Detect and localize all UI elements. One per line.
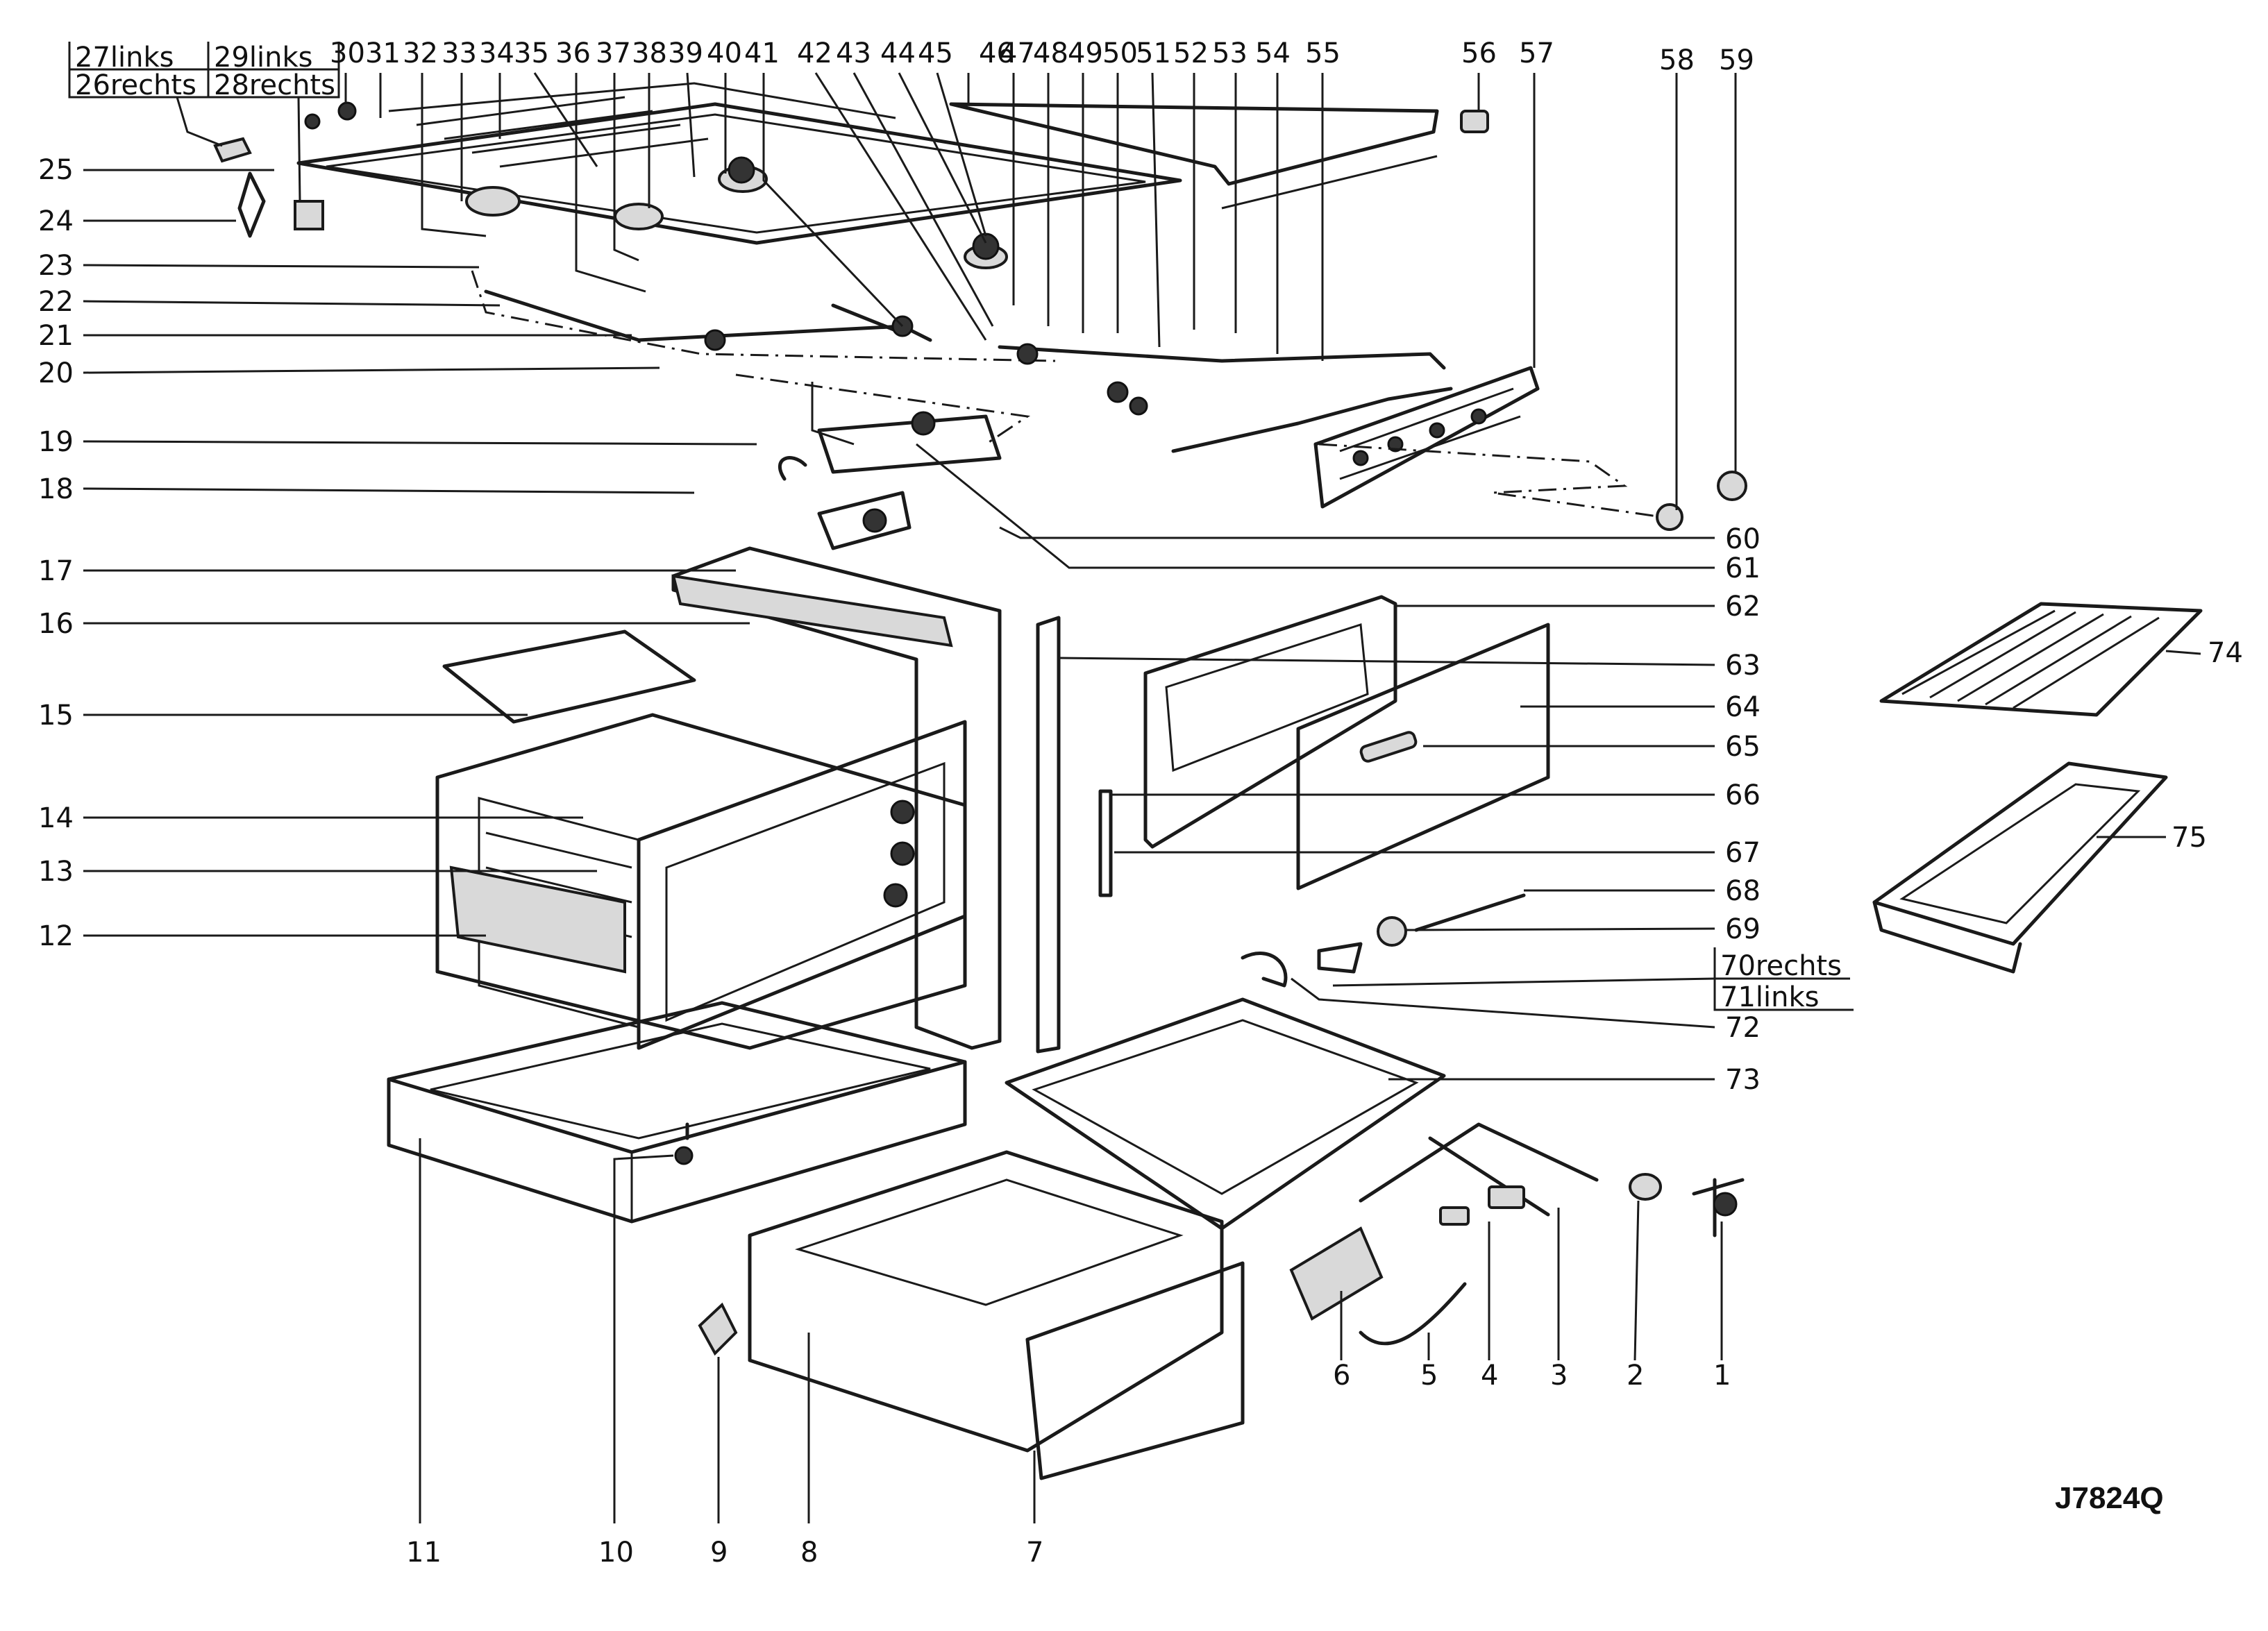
part-number-48: 48 [1033,37,1068,69]
part-number-63: 63 [1725,650,1761,682]
part-number-34: 34 [479,37,514,69]
part-number-13: 13 [38,856,74,888]
part-number-6: 6 [1333,1360,1350,1392]
variant-label-29: 29links [214,42,312,74]
part-number-33: 33 [442,37,477,69]
part-number-56: 56 [1461,37,1497,69]
part-number-7: 7 [1026,1537,1043,1569]
variant-label-box-70-71: 70rechts 71links [1332,947,1854,1013]
part-number-12: 12 [38,920,74,952]
part-number-67: 67 [1725,837,1761,869]
part-number-47: 47 [1000,37,1035,69]
oven-door [1098,595,1550,897]
drawing-code: J7824Q [2055,1481,2164,1515]
part-number-45: 45 [918,37,953,69]
lid-panel [949,102,1489,210]
part-number-37: 37 [596,37,631,69]
part-number-40: 40 [707,37,742,69]
part-number-9: 9 [710,1537,728,1569]
part-number-20: 20 [38,357,74,389]
part-number-35: 35 [514,37,549,69]
part-number-66: 66 [1725,779,1761,811]
part-number-1: 1 [1713,1360,1731,1392]
part-number-2: 2 [1627,1360,1644,1392]
part-number-39: 39 [668,37,703,69]
part-number-50: 50 [1102,37,1138,69]
part-number-62: 62 [1725,591,1761,623]
cooktop-assembly [296,82,1182,269]
part-number-43: 43 [836,37,871,69]
part-number-57: 57 [1519,37,1554,69]
part-number-75: 75 [2172,822,2207,854]
part-number-8: 8 [800,1537,818,1569]
variant-label-71: 71links [1720,981,1819,1013]
bottom-panels [387,997,1446,1480]
part-number-41: 41 [744,37,780,69]
variant-label-box-29-28: 29links 28rechts [207,42,340,202]
part-number-51: 51 [1136,37,1171,69]
part-number-11: 11 [406,1537,442,1569]
part-number-16: 16 [38,608,74,640]
burner-pipe-parts [1289,1122,1745,1346]
part-number-3: 3 [1550,1360,1568,1392]
part-number-55: 55 [1305,37,1341,69]
top-left-small-parts [213,101,357,238]
part-number-68: 68 [1725,875,1761,907]
part-number-5: 5 [1420,1360,1438,1392]
part-number-36: 36 [555,37,591,69]
part-number-74: 74 [2208,637,2243,669]
part-number-65: 65 [1725,731,1761,763]
part-number-32: 32 [403,37,438,69]
leader-lines [83,72,2201,1523]
variant-label-26: 26rechts [75,69,196,101]
part-number-15: 15 [38,700,74,732]
part-number-53: 53 [1212,37,1248,69]
part-number-17: 17 [38,555,74,587]
variant-label-box-27-26: 27links 26rechts [68,42,223,147]
grill-tray-and-rack [1872,602,2203,974]
part-number-73: 73 [1725,1064,1761,1096]
part-number-59: 59 [1719,44,1754,76]
part-number-58: 58 [1659,44,1695,76]
part-number-21: 21 [38,320,74,352]
part-number-10: 10 [598,1537,634,1569]
part-number-60: 60 [1725,523,1761,555]
oven-body [435,546,1061,1054]
part-number-49: 49 [1068,37,1103,69]
gas-pipes [471,270,1453,453]
left-number-column: 25 24 23 22 21 20 19 18 17 16 15 14 13 1… [38,154,74,952]
right-number-column: 60 61 62 63 64 65 66 67 68 69 72 73 74 7… [1725,523,2243,1096]
part-number-23: 23 [38,250,74,282]
variant-label-70: 70rechts [1720,950,1842,982]
door-hinge-parts [1241,893,1526,988]
part-number-18: 18 [38,473,74,505]
part-number-44: 44 [880,37,916,69]
variant-label-27: 27links [75,42,174,74]
part-number-22: 22 [38,286,74,318]
part-number-46: 46 [979,37,1014,69]
part-number-52: 52 [1173,37,1209,69]
part-number-72: 72 [1725,1012,1761,1044]
top-number-row: 30 31 32 33 34 35 36 37 38 39 40 41 42 4… [330,37,1754,76]
variant-label-28: 28rechts [214,69,335,101]
part-number-61: 61 [1725,552,1761,584]
control-valves [778,382,1002,550]
part-number-31: 31 [365,37,401,69]
bottom-number-row: 11 10 9 8 7 6 5 4 3 2 1 [406,1360,1731,1569]
part-number-4: 4 [1481,1360,1498,1392]
part-number-42: 42 [797,37,832,69]
part-number-25: 25 [38,154,74,186]
part-number-64: 64 [1725,691,1761,723]
part-number-69: 69 [1725,913,1761,945]
part-number-19: 19 [38,426,74,458]
part-number-30: 30 [330,37,365,69]
part-number-24: 24 [38,205,74,237]
part-number-38: 38 [632,37,667,69]
part-number-54: 54 [1255,37,1291,69]
part-number-14: 14 [38,802,74,834]
control-panel [1313,366,1747,531]
